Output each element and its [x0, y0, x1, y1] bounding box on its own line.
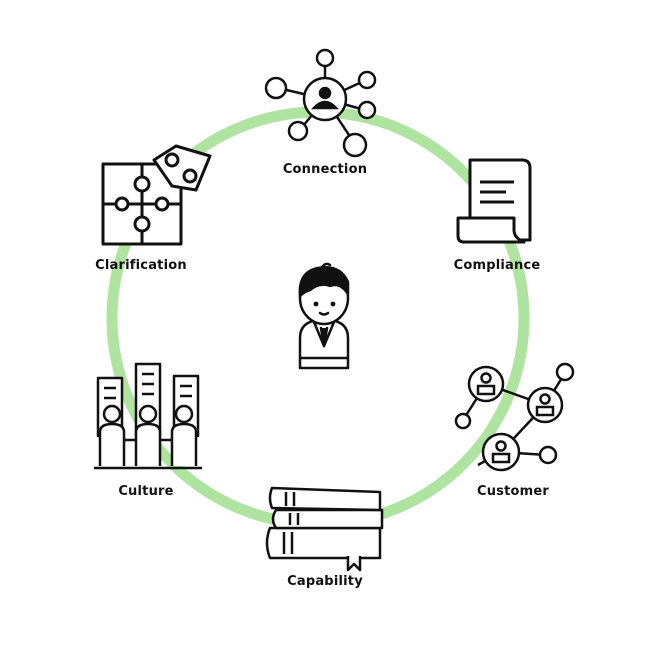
person-icon	[298, 262, 350, 370]
node-label-clarification: Clarification	[95, 258, 187, 273]
customer-network-icon	[454, 362, 575, 472]
node-label-customer: Customer	[476, 484, 550, 499]
node-label-compliance: Compliance	[453, 258, 541, 273]
node-label-culture: Culture	[118, 484, 174, 499]
puzzle-icon	[101, 144, 212, 246]
people-city-icon	[94, 362, 202, 470]
node-label-connection: Connection	[282, 162, 368, 177]
network-icon	[264, 48, 377, 158]
document-scroll-icon	[456, 158, 532, 244]
books-icon	[265, 486, 384, 572]
node-label-capability: Capability	[287, 574, 363, 589]
